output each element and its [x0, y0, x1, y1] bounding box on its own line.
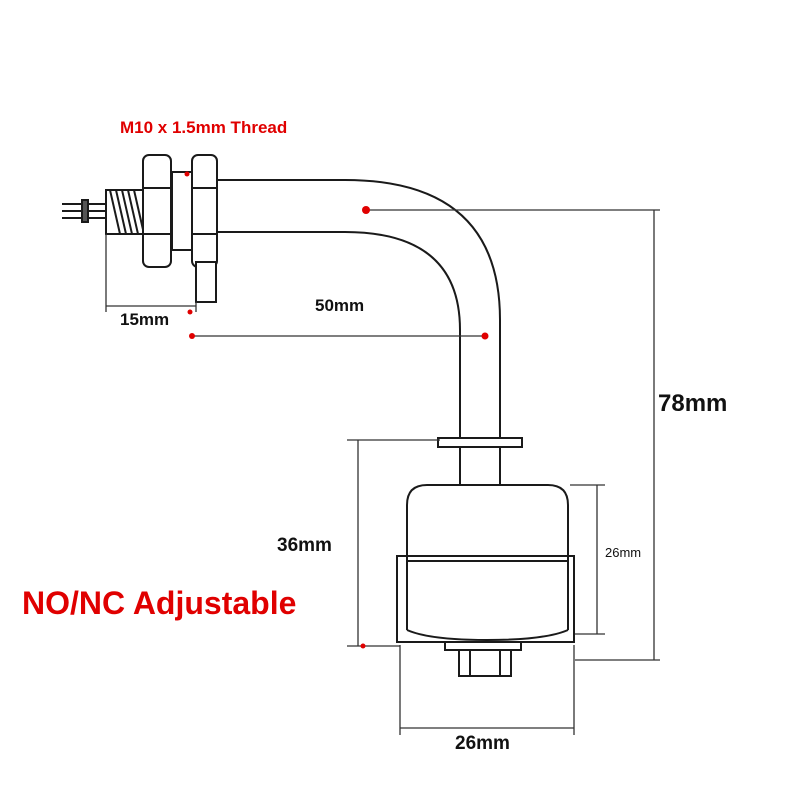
float-stop-washer [437, 437, 523, 448]
reference-dot-tube-bend [362, 206, 370, 214]
stem-lower [459, 447, 501, 486]
reference-dots [184, 171, 489, 649]
float-width-label: 26mm [455, 733, 510, 754]
float-body [396, 484, 575, 643]
threaded-stem [105, 189, 145, 235]
thread-size-label: M10 x 1.5mm Thread [120, 118, 288, 137]
bent-tube [217, 179, 501, 440]
body-height-label: 26mm [605, 545, 642, 560]
arm-length-label: 50mm [315, 296, 365, 315]
bottom-nut [458, 649, 512, 677]
reference-dot-flange [187, 309, 193, 315]
flange-plate [195, 261, 217, 303]
hex-nut-outer [142, 154, 172, 268]
float-height-label: 36mm [277, 535, 332, 556]
switch-mode-label: NO/NC Adjustable [22, 585, 297, 621]
reference-dot-50mm-right [481, 332, 489, 340]
flange-dimension-label: 15mm [120, 310, 170, 329]
total-height-label: 78mm [658, 390, 728, 417]
hex-nut-inner [191, 154, 218, 268]
reference-dot-thread [184, 171, 190, 177]
dimension-lines [105, 209, 660, 735]
reference-dot-50mm-left [189, 333, 195, 339]
bottom-washer [444, 641, 522, 651]
terminal-pins [62, 199, 112, 223]
washer [171, 171, 193, 251]
reference-dot-float-bottom [360, 643, 366, 649]
